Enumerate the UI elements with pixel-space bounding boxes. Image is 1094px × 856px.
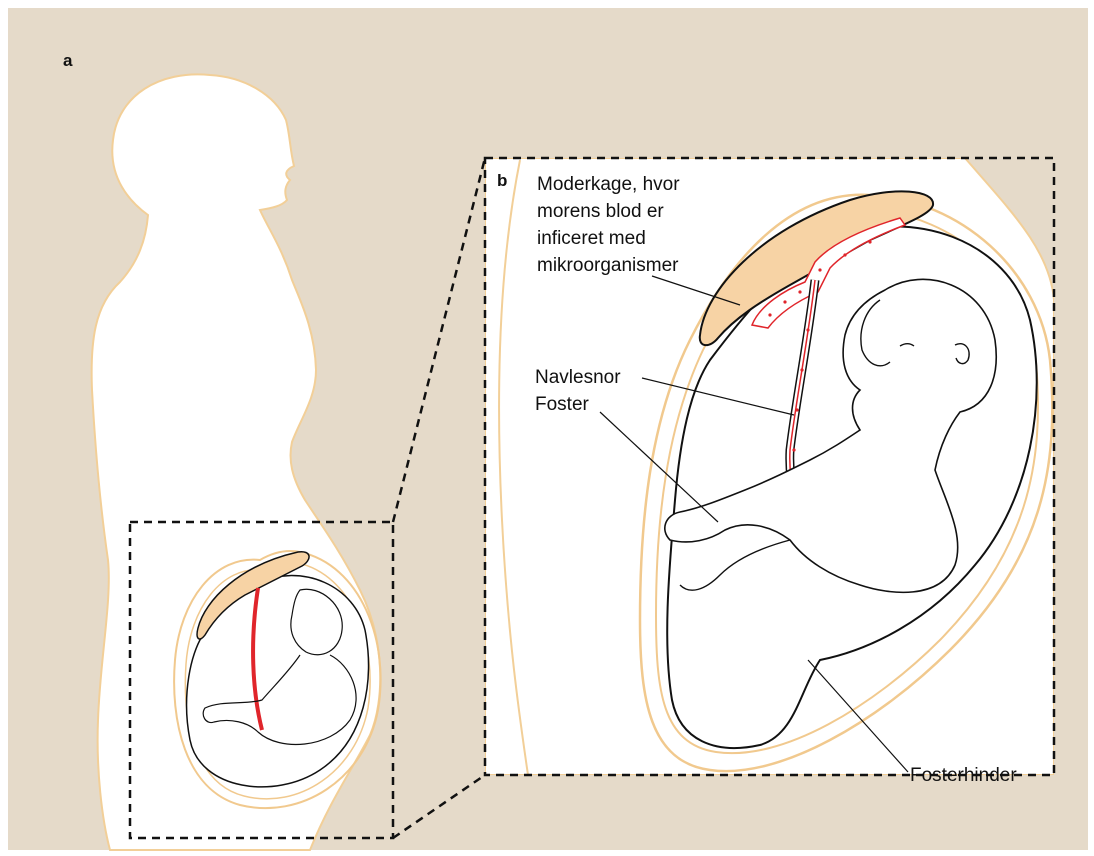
umbilical-cord-label: Navlesnor bbox=[535, 367, 621, 388]
panel-b bbox=[485, 158, 1054, 775]
placenta-label-line-3: inficeret med bbox=[537, 228, 646, 249]
panel-a-label: a bbox=[63, 51, 73, 70]
placenta-label-line-4: mikroorganismer bbox=[537, 255, 679, 276]
membranes-label: Fosterhinder bbox=[910, 765, 1017, 786]
fetus-label: Foster bbox=[535, 394, 590, 415]
placenta-label-line-1: Moderkage, hvor bbox=[537, 174, 680, 195]
placenta-label-line-2: morens blod er bbox=[537, 201, 664, 222]
panel-b-label: b bbox=[497, 171, 507, 190]
